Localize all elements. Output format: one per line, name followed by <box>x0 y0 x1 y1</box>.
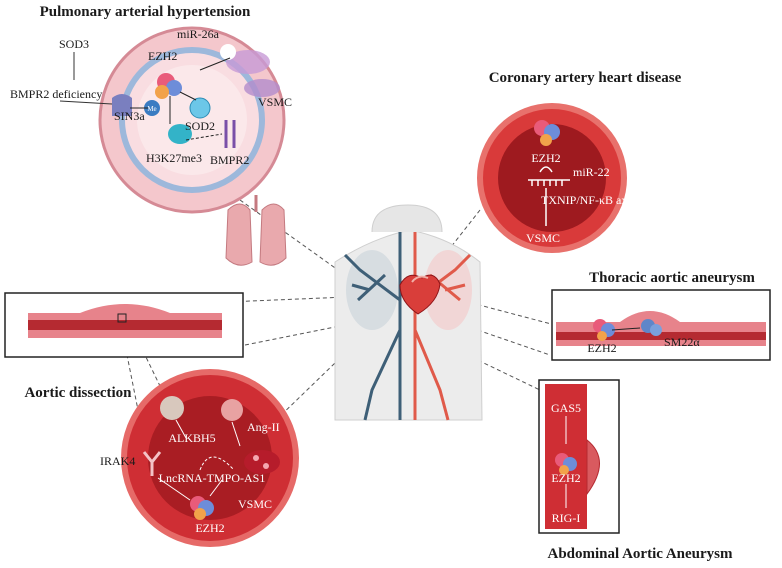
ad-strip-panel <box>4 292 244 358</box>
ad-ang-label: Ang-II <box>247 420 280 434</box>
ad-strip-zoom-box <box>117 313 127 323</box>
pah-sod2-label: SOD2 <box>185 119 215 133</box>
chd-panel: Coronary artery heart disease EZH2 miR-2… <box>477 70 682 253</box>
pah-ezh2-icon <box>155 73 182 99</box>
taa-ezh2-icon <box>593 319 615 341</box>
aaa-bulge <box>586 438 600 496</box>
chd-title: Coronary artery heart disease <box>489 70 682 86</box>
pah-bmpr2-receptor-icon <box>224 120 236 148</box>
pah-mir26a-label: miR-26a <box>177 27 220 41</box>
chd-ezh2-label: EZH2 <box>531 151 560 165</box>
aaa-rig1-label: RIG-I <box>552 511 581 525</box>
taa-sm22-label: SM22α <box>664 335 700 349</box>
aaa-panel: GAS5 EZH2 RIG-I Abdominal Aortic Aneurys… <box>538 379 733 562</box>
pah-panel: Pulmonary arterial hypertension Me <box>10 4 292 214</box>
ad-alkbh5-icon <box>160 396 184 420</box>
ad-panel: Aortic dissection ALKBH5 Ang-II IRAK4 <box>24 369 299 547</box>
ad-lnc-label: LncRNA-TMPO-AS1 <box>159 471 266 485</box>
aaa-ezh2-icon <box>555 453 577 475</box>
aaa-ezh2-label: EZH2 <box>551 471 580 485</box>
pah-title: Pulmonary arterial hypertension <box>40 4 251 20</box>
neck-silhouette <box>371 204 443 233</box>
taa-vessel-lumen <box>556 332 766 340</box>
taa-ezh2-label: EZH2 <box>587 341 616 355</box>
pah-sin3a-label: SIN3a <box>114 109 145 123</box>
svg-text:Me: Me <box>147 105 156 113</box>
human-body <box>334 204 483 421</box>
aaa-title: Abdominal Aortic Aneurysm <box>547 546 733 562</box>
taa-arrow <box>611 327 641 331</box>
chd-ezh2-icon <box>534 120 560 146</box>
taa-title: Thoracic aortic aneurysm <box>589 270 755 286</box>
veins <box>343 232 402 421</box>
pah-arrows <box>130 57 231 141</box>
ad-ezh2-label: EZH2 <box>195 521 224 535</box>
aaa-gas5-label: GAS5 <box>551 401 581 415</box>
ad-irak4-icon <box>142 451 162 476</box>
ad-vsmc-label: VSMC <box>238 497 272 511</box>
pah-sin3a-icon <box>112 94 132 116</box>
ad-ezh2-icon <box>190 496 214 520</box>
connector-pah <box>239 199 346 276</box>
heart-icon <box>399 274 441 315</box>
lungs-illustration <box>225 195 287 266</box>
ad-strip-lumen <box>28 320 222 330</box>
pah-bmpr2-label: BMPR2 <box>210 153 249 167</box>
chd-vessel-lumen <box>498 124 606 232</box>
pah-sod3-label: SOD3 <box>59 37 89 51</box>
connector-ad-upper <box>154 294 396 306</box>
taa-panel: Thoracic aortic aneurysm EZH2 SM22α <box>551 270 771 361</box>
chd-mirna-icon <box>528 166 570 226</box>
ad-ang-icon <box>221 399 243 421</box>
pah-vsmc-label: VSMC <box>258 95 292 109</box>
pah-h3k27me3-label: H3K27me3 <box>146 151 202 165</box>
ad-arrows <box>157 419 241 501</box>
pah-h3k27me3-icon <box>168 124 192 144</box>
chd-txnip-label: TXNIP/NF-κB axis <box>541 193 636 207</box>
ad-title: Aortic dissection <box>24 385 132 401</box>
pah-ezh2-label: EZH2 <box>148 49 177 63</box>
pah-vsmc-cluster <box>220 44 280 97</box>
pah-bmpr2-link <box>59 100 113 105</box>
pah-bmpr2-deficiency-label: BMPR2 deficiency <box>10 87 102 101</box>
ad-irak4-label: IRAK4 <box>100 454 135 468</box>
chd-vsmc-label: VSMC <box>526 231 560 245</box>
pah-me-badge: Me <box>144 100 160 116</box>
taa-sm22-icon <box>641 319 662 336</box>
ad-ang-cell-icon <box>244 450 280 474</box>
ad-alkbh5-label: ALKBH5 <box>168 431 215 445</box>
connector-taa-2 <box>404 304 551 356</box>
pah-sod2-icon <box>189 97 211 119</box>
chd-mir22-label: miR-22 <box>573 165 610 179</box>
